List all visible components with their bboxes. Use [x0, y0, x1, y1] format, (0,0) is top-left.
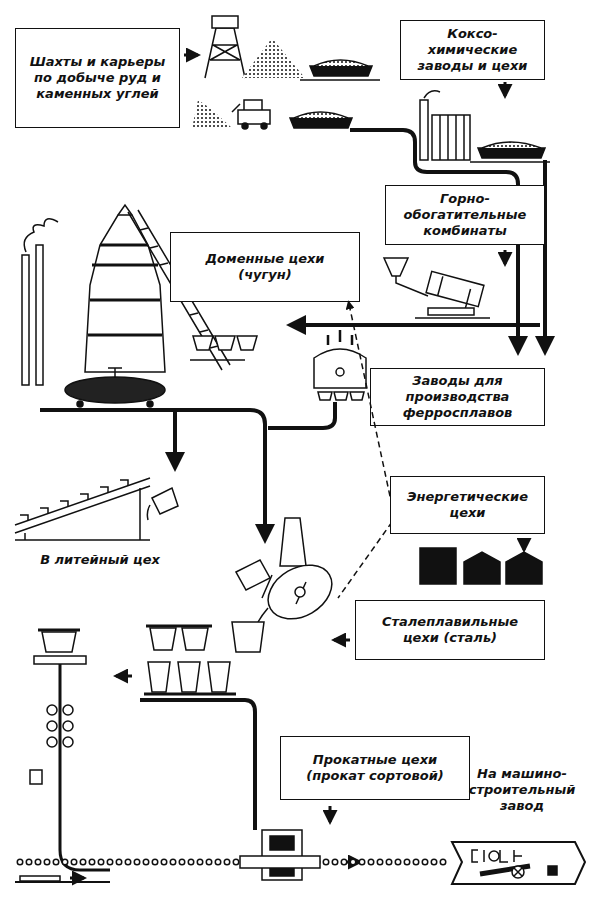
skip-cars	[193, 336, 257, 350]
power-unit	[464, 552, 500, 584]
conveyor-line	[268, 402, 335, 428]
node-text: Горно- обогатительные комбинаты	[392, 191, 538, 239]
ladle	[152, 488, 178, 514]
source-box: Шахты и карьеры по добыче руд и каменных…	[15, 28, 180, 128]
ladle	[146, 625, 212, 628]
power-unit	[506, 552, 542, 584]
ladle	[236, 560, 270, 590]
mold-car	[144, 693, 236, 696]
steel-ladle	[232, 622, 264, 652]
cutter	[30, 770, 42, 784]
flow-arrow	[116, 675, 132, 678]
process-box: Прокатные цехи (прокат сортовой)	[280, 736, 470, 800]
conveyor-line	[290, 323, 540, 327]
process-box: Коксо- химические заводы и цехи	[400, 20, 545, 80]
node-text: Заводы для производства ферросплавов	[377, 373, 538, 421]
rolling-stand	[262, 830, 302, 880]
node-text: Энергетические цехи	[397, 489, 538, 521]
process-box: Горно- обогатительные комбинаты	[385, 185, 545, 245]
rail-track	[190, 359, 245, 361]
flow-arrow	[334, 639, 350, 642]
pour	[258, 608, 268, 622]
coke-ovens	[432, 115, 470, 160]
ladle	[42, 632, 76, 652]
converter	[262, 575, 306, 604]
destination-label: На машино- строительный завод	[458, 766, 586, 814]
process-box: Энергетические цехи	[390, 476, 545, 534]
rail-track	[415, 317, 490, 319]
flow-arrow	[504, 250, 507, 264]
energy-connector	[349, 302, 390, 496]
tundish	[34, 656, 86, 664]
process-box: Заводы для производства ферросплавов	[370, 368, 545, 426]
mixer-column	[280, 518, 306, 566]
pour	[147, 505, 150, 520]
converter	[259, 554, 342, 630]
ladle	[150, 628, 208, 650]
machine-part	[452, 842, 585, 884]
casting-machine	[20, 480, 128, 521]
roller-chain	[20, 859, 448, 866]
headframe	[212, 16, 238, 28]
ferro-furnace	[314, 349, 366, 388]
rail-car	[310, 66, 372, 76]
hopper	[384, 258, 408, 276]
casting-machine	[15, 488, 150, 540]
blast-furnace	[88, 245, 162, 335]
billet	[240, 856, 320, 868]
flow-arrow	[504, 82, 507, 96]
flow-arrow	[184, 54, 198, 57]
power-unit	[420, 548, 456, 584]
node-text: Сталеплавильные цехи (сталь)	[362, 614, 538, 646]
rail-car	[290, 118, 352, 128]
electrodes	[328, 330, 352, 345]
smoke	[424, 91, 440, 98]
conveyor-line	[140, 700, 255, 830]
chimney	[22, 255, 29, 385]
strand	[60, 664, 110, 870]
ferro-ladles	[318, 392, 364, 400]
rail-car	[294, 112, 348, 118]
feeder	[396, 276, 428, 296]
blast-furnace	[85, 215, 165, 372]
ladle-car	[108, 368, 122, 378]
destination-label: В литейный цех	[30, 552, 170, 568]
coal-heap	[192, 100, 232, 128]
conveyor-line	[40, 410, 265, 540]
node-text: Доменные цехи (чугун)	[177, 251, 353, 283]
smoke	[24, 219, 58, 252]
ore-heap	[242, 38, 305, 78]
headframe	[205, 28, 245, 78]
chimney	[420, 100, 428, 160]
flow-arrow	[329, 806, 332, 822]
conveyor-line	[173, 410, 177, 468]
drum	[426, 271, 484, 306]
chimney	[36, 245, 43, 385]
part-symbols	[472, 850, 522, 862]
casting-machine	[15, 478, 150, 533]
node-text: Коксо- химические заводы и цехи	[407, 26, 538, 74]
process-box: Доменные цехи (чугун)	[170, 232, 360, 302]
ingot-molds	[148, 662, 230, 692]
rail-car	[314, 60, 368, 66]
energy-line	[338, 522, 392, 598]
node-text: Прокатные цехи (прокат сортовой)	[287, 752, 463, 784]
rail-track	[470, 161, 550, 163]
ore-car	[428, 308, 474, 315]
coke-car	[478, 148, 545, 158]
process-box: Сталеплавильные цехи (сталь)	[355, 600, 545, 660]
loader-truck	[232, 100, 270, 124]
blast-furnace	[118, 205, 132, 215]
coke-car	[482, 142, 541, 148]
node-text: Шахты и карьеры по добыче руд и каменных…	[22, 54, 173, 102]
rail-track	[300, 79, 380, 81]
ladle-car	[65, 377, 165, 403]
drum	[436, 276, 471, 308]
